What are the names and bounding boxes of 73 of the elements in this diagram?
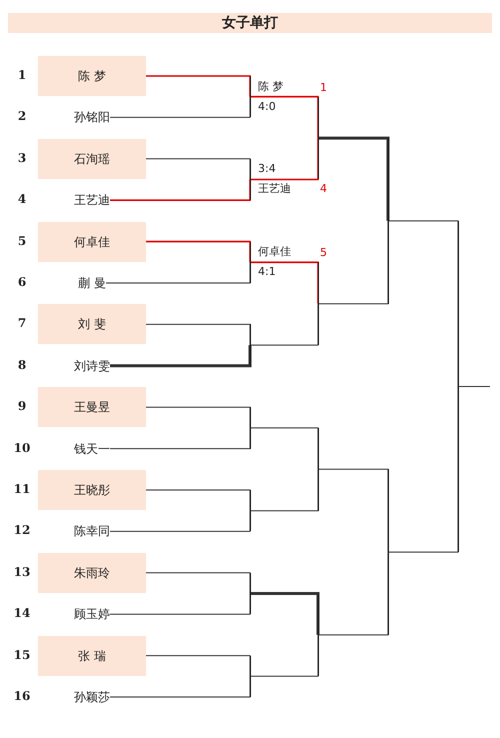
player-name: 钱天一 — [74, 440, 110, 457]
player-name-box: 王曼昱 — [38, 387, 146, 428]
seed-number: 10 — [12, 440, 32, 455]
seed-number: 1 — [16, 68, 28, 82]
seed-number: 3 — [16, 150, 28, 165]
player-name: 刘诗雯 — [74, 358, 110, 374]
seed-number: 4 — [320, 182, 327, 194]
bracket-line — [318, 220, 388, 304]
bracket-line — [146, 240, 251, 262]
bracket-line — [388, 386, 458, 553]
player-name: 蒯 曼 — [78, 275, 106, 291]
player-name: 顾玉婷 — [74, 606, 110, 622]
bracket-line — [146, 158, 250, 180]
player-name: 孙颖莎 — [74, 689, 110, 705]
bracket-line — [250, 468, 318, 512]
bracket-line — [250, 303, 318, 346]
bracket-line — [250, 96, 319, 138]
player-name-box: 朱雨玲 — [38, 552, 146, 593]
bracket-line — [110, 593, 250, 615]
bracket-line — [146, 406, 250, 428]
seed-number: 1 — [320, 80, 327, 94]
player-name-box: 何卓佳 — [38, 222, 146, 262]
player-name-box: 刘 斐 — [38, 304, 146, 344]
bracket-line — [110, 676, 250, 698]
winner-name: 何卓佳 — [258, 245, 291, 260]
seed-number: 9 — [16, 399, 28, 414]
bracket-line — [110, 180, 251, 201]
seed-number: 7 — [16, 316, 28, 330]
bracket-line — [250, 262, 319, 304]
bracket-line — [106, 262, 250, 284]
bracket-line — [146, 324, 250, 346]
bracket-line — [388, 220, 458, 387]
winner-name: 王艺迪 — [258, 182, 291, 196]
bracket-line — [318, 136, 390, 221]
player-name-box: 张 瑞 — [38, 636, 146, 676]
bracket-line — [110, 96, 250, 118]
seed-number: 2 — [16, 109, 28, 124]
seed-number: 15 — [12, 648, 32, 662]
seed-number: 6 — [16, 275, 28, 289]
bracket-line — [110, 427, 250, 450]
player-name-box: 石洵瑶 — [38, 138, 146, 179]
bracket-line — [250, 634, 318, 677]
player-name-box: 王晓彤 — [38, 470, 146, 510]
seed-number: 13 — [12, 564, 32, 579]
bracket-line — [318, 468, 388, 553]
bracket-line — [318, 552, 388, 636]
player-name: 孙铭阳 — [74, 109, 110, 126]
bracket-line — [250, 138, 319, 180]
seed-number: 8 — [16, 358, 28, 372]
match-score: 4:1 — [258, 265, 276, 280]
bracket-line — [146, 75, 251, 97]
winner-name: 陈 梦 — [258, 80, 284, 94]
seed-number: 5 — [320, 246, 327, 260]
seed-number: 12 — [12, 523, 32, 538]
player-name-box: 陈 梦 — [38, 56, 146, 96]
bracket-line — [146, 655, 250, 677]
bracket-line — [110, 345, 252, 368]
seed-number: 16 — [12, 689, 32, 703]
bracket-line — [250, 427, 318, 470]
bracket-line — [458, 386, 490, 387]
bracket-line — [146, 490, 250, 512]
player-name: 王艺迪 — [74, 192, 110, 208]
seed-number: 4 — [16, 192, 28, 206]
player-name: 陈幸同 — [74, 523, 110, 540]
bracket-line — [250, 592, 320, 635]
match-score: 4:0 — [258, 100, 276, 114]
seed-number: 14 — [12, 606, 32, 620]
seed-number: 5 — [16, 234, 28, 248]
seed-number: 11 — [12, 482, 32, 496]
bracket-line — [110, 510, 250, 532]
bracket-line — [146, 572, 250, 594]
match-score: 3:4 — [258, 162, 276, 176]
title-banner: 女子单打 — [8, 13, 492, 33]
